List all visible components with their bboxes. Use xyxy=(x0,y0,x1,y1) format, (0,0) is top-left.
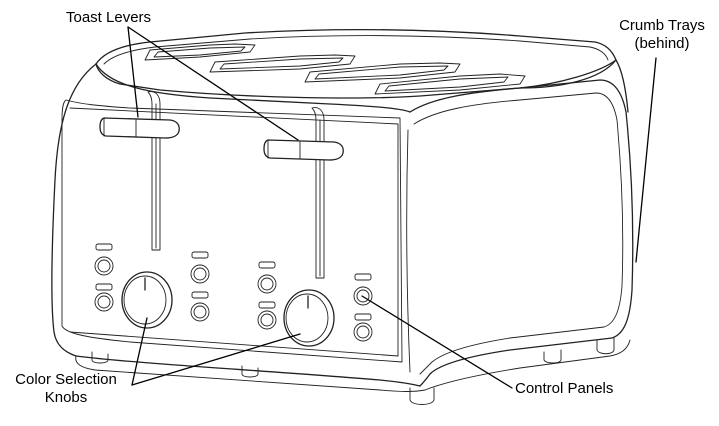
base-line xyxy=(75,339,631,392)
right-side-panel-edge xyxy=(406,129,411,373)
leader-control-panels xyxy=(361,295,513,389)
foot-back-mid xyxy=(543,349,562,364)
front-panel-inner xyxy=(61,99,403,363)
lever-slot-left xyxy=(147,91,161,251)
label-toast-levers: Toast Levers xyxy=(66,9,152,26)
bread-slot-2 xyxy=(209,54,356,73)
toaster-body xyxy=(51,59,634,392)
toaster-top xyxy=(95,28,617,99)
front-face-outer xyxy=(95,63,411,113)
label-color-knobs-line2: Knobs xyxy=(44,389,88,406)
front-face-bottom xyxy=(75,355,421,387)
color-knob-right xyxy=(283,289,335,347)
indicator-light xyxy=(191,291,209,299)
toast-lever-right xyxy=(263,139,344,161)
lever-slots xyxy=(147,91,325,279)
body-left-side xyxy=(51,63,97,357)
indicator-light xyxy=(191,251,209,259)
top-outline xyxy=(95,28,617,99)
leader-knob-left xyxy=(131,317,148,386)
indicator-light xyxy=(95,283,113,291)
lever-slot-right xyxy=(311,107,325,279)
bread-slot-4-inner xyxy=(384,76,509,92)
top-inner-rim xyxy=(103,35,609,65)
bread-slot-4 xyxy=(374,73,526,95)
toaster-feet xyxy=(91,337,615,405)
label-color-knobs-line1: Color Selection xyxy=(15,371,117,388)
bread-slot-1 xyxy=(144,43,256,61)
label-crumb-trays-line1: Crumb Trays xyxy=(619,17,705,34)
leader-crumb-trays xyxy=(635,57,657,263)
foot-back-right xyxy=(596,337,615,355)
leader-toast-levers-right xyxy=(127,26,299,141)
toast-lever-left xyxy=(99,117,180,139)
bread-slot-3-inner xyxy=(314,65,449,80)
foot-front-mid xyxy=(241,365,259,378)
leader-lines xyxy=(127,26,657,389)
indicator-light xyxy=(354,313,372,321)
label-crumb-trays: Crumb Trays (behind) xyxy=(606,17,718,53)
control-panel-right xyxy=(257,261,373,347)
bread-slot-2-inner xyxy=(219,57,344,70)
indicator-light xyxy=(95,243,113,251)
bread-slot-1-inner xyxy=(153,46,246,58)
top-right-bevel xyxy=(519,59,617,89)
right-side-panel-inner xyxy=(413,92,624,375)
bread-slot-3 xyxy=(304,62,461,83)
indicator-light xyxy=(258,261,276,269)
leader-toast-levers-left xyxy=(127,26,139,118)
right-side-panel-outer xyxy=(409,79,634,387)
label-color-selection-knobs: Color Selection Knobs xyxy=(4,371,128,407)
label-crumb-trays-line2: (behind) xyxy=(634,35,690,52)
front-panel-inner-2 xyxy=(69,107,399,357)
indicator-light xyxy=(354,273,372,281)
indicator-light xyxy=(258,301,276,309)
foot-front-left xyxy=(91,351,109,364)
body-right-edge xyxy=(615,59,629,113)
leader-knob-right xyxy=(131,333,301,386)
control-panel-left xyxy=(94,243,210,329)
label-control-panels: Control Panels xyxy=(515,380,614,397)
foot-front-right xyxy=(409,387,435,405)
